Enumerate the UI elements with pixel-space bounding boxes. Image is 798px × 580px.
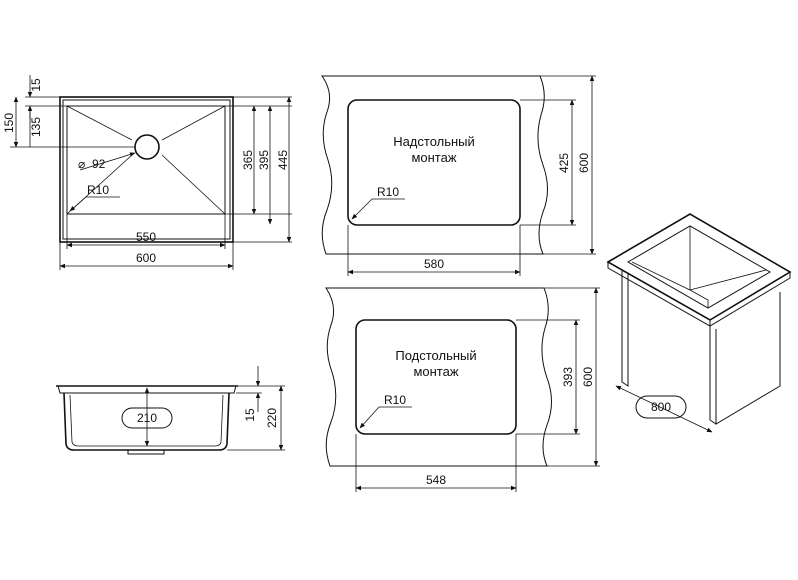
depth-callout	[121, 407, 173, 429]
left-panel	[621, 270, 629, 387]
sink-inner-wall	[689, 226, 709, 308]
radius-label: R10	[377, 185, 399, 199]
total-height-label: 220	[265, 408, 279, 428]
cutout-depth-label: 425	[557, 153, 571, 173]
cutout-width-label: 548	[426, 473, 446, 487]
side-view: 210 15 220	[56, 366, 285, 455]
sink-inner-wall	[631, 261, 691, 291]
sink-rim-inner	[62, 99, 231, 240]
mount-type-label-2: монтаж	[411, 150, 456, 165]
drain-hole	[134, 134, 160, 160]
dim-150-label: 150	[2, 113, 16, 133]
undermount-view: Подстольный монтаж R10 393 600 548	[325, 287, 600, 492]
dim-445-label: 445	[276, 150, 290, 170]
dim-600-label: 600	[136, 251, 156, 265]
cutout-outline	[347, 99, 521, 226]
cabinet-isometric: 800	[606, 213, 792, 433]
right-panel	[715, 292, 781, 425]
fold-line	[161, 105, 226, 141]
sink-opening	[627, 225, 771, 309]
overmount-view: Надстольный монтаж R10 425 600 580	[321, 75, 596, 276]
radius-label: R10	[384, 393, 406, 407]
radius-label: R10	[87, 183, 109, 197]
countertop-edge	[607, 262, 791, 327]
mount-type-label: Надстольный	[393, 134, 475, 149]
cutout-outline	[355, 319, 517, 435]
leader-line	[79, 152, 136, 171]
leader-line	[351, 198, 373, 220]
front-panel-edge	[709, 326, 717, 425]
mount-type-label-2: монтаж	[413, 364, 458, 379]
fold-line	[66, 105, 133, 141]
cabinet-depth-label: 600	[581, 367, 595, 387]
diameter-icon: ⌀	[78, 157, 85, 171]
countertop-top	[606, 213, 792, 321]
cabinet-depth-label: 600	[577, 153, 591, 173]
bowl-depth-label: 210	[137, 411, 157, 425]
dim-15-label: 15	[29, 78, 43, 92]
top-view: 15 135 150 ⌀ 92 R10 365 395 445 550 600	[2, 75, 292, 270]
mount-type-label: Подстольный	[395, 348, 476, 363]
dim-line	[615, 385, 713, 433]
leader-line	[69, 196, 87, 212]
drain-diameter-label: 92	[92, 157, 106, 171]
dim-395-label: 395	[257, 150, 271, 170]
sink-outline	[59, 96, 234, 243]
leader-line	[359, 406, 380, 429]
bowl-outline	[66, 105, 226, 215]
dim-135-label: 135	[29, 117, 43, 137]
countertop-outline	[321, 75, 548, 255]
width-callout	[635, 395, 687, 419]
cutout-depth-label: 393	[561, 367, 575, 387]
rim-15-label: 15	[243, 408, 257, 422]
fold-line	[161, 154, 226, 215]
dim-550-label: 550	[136, 230, 156, 244]
cabinet-width-label: 800	[651, 400, 671, 414]
dim-365-label: 365	[241, 150, 255, 170]
sink-inner-wall	[689, 269, 767, 291]
drain-outlet	[127, 449, 165, 455]
cutout-width-label: 580	[424, 257, 444, 271]
